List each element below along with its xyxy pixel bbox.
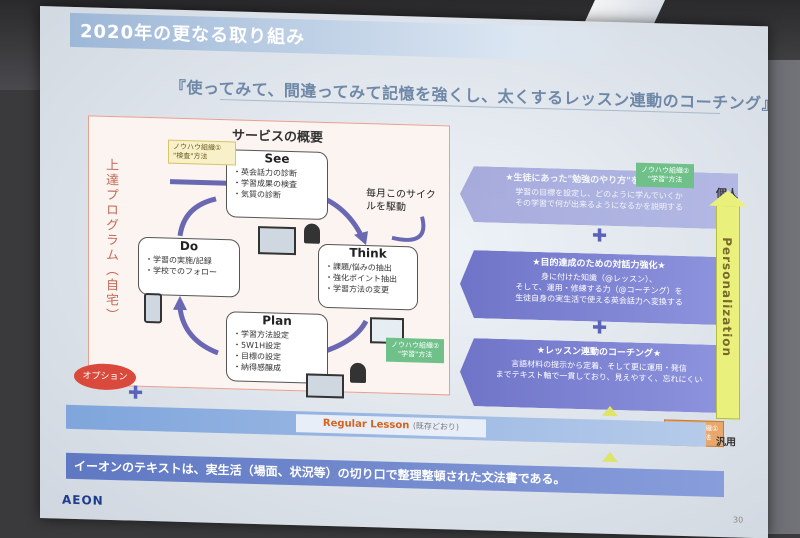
regular-lesson-note: (既存どおり) <box>412 421 460 432</box>
bottom-message: イーオンのテキストは、実生活（場面、状況等）の切り口で整理整頓された文法書である… <box>66 452 724 498</box>
plus-icon: ✚ <box>128 382 144 404</box>
think-item: 学習方法の変更 <box>325 283 417 297</box>
phone-icon <box>144 292 162 324</box>
projection-screen: 2020年の更なる取り組み 『使ってみて、間違ってみて記憶を強くし、太くするレッ… <box>40 6 768 538</box>
plus-icon: ✚ <box>592 317 608 339</box>
do-item: 学校でのフォロー <box>145 265 239 279</box>
program-side-label: 上達プログラム（自宅） <box>103 157 118 324</box>
cycle-label: 毎月このサイクルを駆動 <box>366 188 436 214</box>
do-title: Do <box>179 238 199 254</box>
regular-lesson-text: Regular Lesson <box>322 417 410 432</box>
person-icon <box>350 362 366 384</box>
see-box: See 英会話力の診断 学習成果の検査 気質の診断 <box>226 149 328 221</box>
plan-items: 学習方法設定 5W1H設定 目標の設定 納得感醸成 <box>233 328 327 375</box>
general-label: 汎用 <box>716 436 736 449</box>
up-arrow-icon <box>602 405 618 417</box>
plus-icon: ✚ <box>592 225 608 247</box>
knowhow-tag-learning: ノウハウ組織② "学習"方法 <box>636 162 695 189</box>
slide-headline: 『使ってみて、間違ってみて記憶を強くし、太くするレッスン連動のコーチング』 <box>170 77 768 114</box>
see-title: See <box>264 151 290 166</box>
dialogue-block: ★目的達成のための対話力強化★ 身に付けた知識（@レッスン）、 そして、運用・修… <box>460 250 738 326</box>
up-arrow-icon <box>602 451 618 463</box>
tablet-icon <box>258 226 296 256</box>
think-items: 課題/悩みの抽出 強化ポイント抽出 学習方法の変更 <box>325 261 417 297</box>
dialogue-body: 身に付けた知識（@レッスン）、 そして、運用・修練する力（@コーチング）を 生徒… <box>515 271 683 307</box>
see-items: 英会話力の診断 学習成果の検査 気質の診断 <box>233 166 327 202</box>
tablet-icon <box>306 373 344 399</box>
aeon-logo: AEON <box>62 492 104 508</box>
do-items: 学習の実施/記録 学校でのフォロー <box>145 254 239 279</box>
see-item: 気質の診断 <box>233 188 327 202</box>
coaching-block: ★レッスン連動のコーチング★ 言語材料の提示から定着、そして更に運用・発信 まで… <box>460 338 738 414</box>
think-title: Think <box>349 245 387 261</box>
page-number: 30 <box>733 515 744 525</box>
person-icon <box>304 223 320 244</box>
advice-block: ★生徒にあった"勉強のやり方"をアドバイス★ 学習の目標を設定し、どのように学ん… <box>460 166 738 230</box>
think-box: Think 課題/悩みの抽出 強化ポイント抽出 学習方法の変更 <box>318 243 418 311</box>
do-box: Do 学習の実施/記録 学校でのフォロー <box>138 236 240 298</box>
knowhow-tag-learning: ノウハウ組織② "学習"方法 <box>386 337 445 364</box>
knowhow-tag-inspection: ノウハウ組織① "検査"方法 <box>168 139 236 166</box>
plan-title: Plan <box>262 313 292 329</box>
personalization-label: Personalization <box>720 236 734 358</box>
